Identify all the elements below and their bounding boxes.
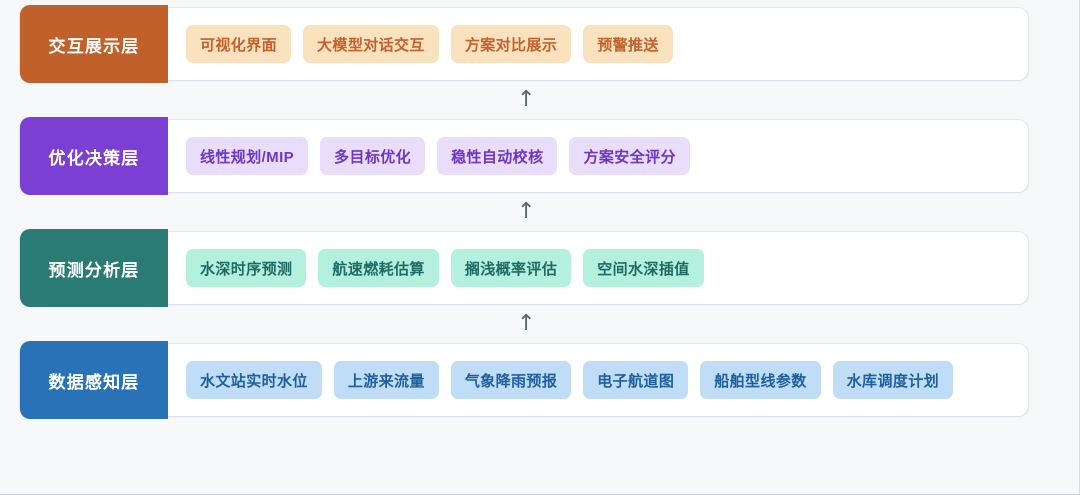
arrow-up-icon: ↑ xyxy=(517,311,536,336)
layer-connector: ↑ xyxy=(20,304,1028,344)
layer-label-interaction[interactable]: 交互展示层 xyxy=(20,5,168,83)
layer-tag[interactable]: 航速燃耗估算 xyxy=(318,249,439,287)
layer-tag[interactable]: 搁浅概率评估 xyxy=(450,249,572,287)
arrow-up-icon: ↑ xyxy=(517,199,536,224)
layer-tag[interactable]: 线性规划/MIP xyxy=(186,137,309,175)
layer-tag[interactable]: 水深时序预测 xyxy=(186,249,307,287)
layer-tag[interactable]: 气象降雨预报 xyxy=(450,361,572,399)
layer-items-optimization: 线性规划/MIP 多目标优化稳性自动校核方案安全评分 xyxy=(168,120,1028,192)
layer-row-optimization: 优化决策层线性规划/MIP 多目标优化稳性自动校核方案安全评分 xyxy=(20,117,1028,195)
layer-tag[interactable]: 水文站实时水位 xyxy=(186,361,322,399)
layer-items-data-sensing: 水文站实时水位上游来流量气象降雨预报电子航道图船舶型线参数水库调度计划 xyxy=(168,344,1028,416)
layer-tag[interactable]: 空间水深插值 xyxy=(583,249,704,287)
layer-row-prediction: 预测分析层水深时序预测航速燃耗估算搁浅概率评估空间水深插值 xyxy=(20,229,1028,307)
layer-row-interaction: 交互展示层可视化界面大模型对话交互方案对比展示预警推送 xyxy=(20,5,1028,83)
layer-tag[interactable]: 船舶型线参数 xyxy=(700,361,821,399)
layer-tag[interactable]: 多目标优化 xyxy=(320,137,426,175)
layer-tag[interactable]: 可视化界面 xyxy=(186,25,292,63)
layer-tag[interactable]: 上游来流量 xyxy=(333,361,439,399)
layer-row-data-sensing: 数据感知层水文站实时水位上游来流量气象降雨预报电子航道图船舶型线参数水库调度计划 xyxy=(20,341,1028,419)
layer-label-data-sensing[interactable]: 数据感知层 xyxy=(20,341,168,419)
layer-items-interaction: 可视化界面大模型对话交互方案对比展示预警推送 xyxy=(168,8,1028,80)
arrow-up-icon: ↑ xyxy=(517,87,536,112)
layer-tag[interactable]: 方案对比展示 xyxy=(450,25,572,63)
layer-tag[interactable]: 稳性自动校核 xyxy=(437,137,558,175)
layer-connector: ↑ xyxy=(20,80,1028,120)
layer-tag[interactable]: 预警推送 xyxy=(583,25,673,63)
layer-items-prediction: 水深时序预测航速燃耗估算搁浅概率评估空间水深插值 xyxy=(168,232,1028,304)
layer-label-prediction[interactable]: 预测分析层 xyxy=(20,229,168,307)
layer-tag[interactable]: 大模型对话交互 xyxy=(303,25,439,63)
layer-label-optimization[interactable]: 优化决策层 xyxy=(20,117,168,195)
layer-tag[interactable]: 电子航道图 xyxy=(583,361,689,399)
architecture-diagram: 交互展示层可视化界面大模型对话交互方案对比展示预警推送 ↑ 优化决策层线性规划/MI… xyxy=(20,5,1028,419)
layer-connector: ↑ xyxy=(20,192,1028,232)
layer-tag[interactable]: 方案安全评分 xyxy=(569,137,690,175)
layer-tag[interactable]: 水库调度计划 xyxy=(832,361,954,399)
